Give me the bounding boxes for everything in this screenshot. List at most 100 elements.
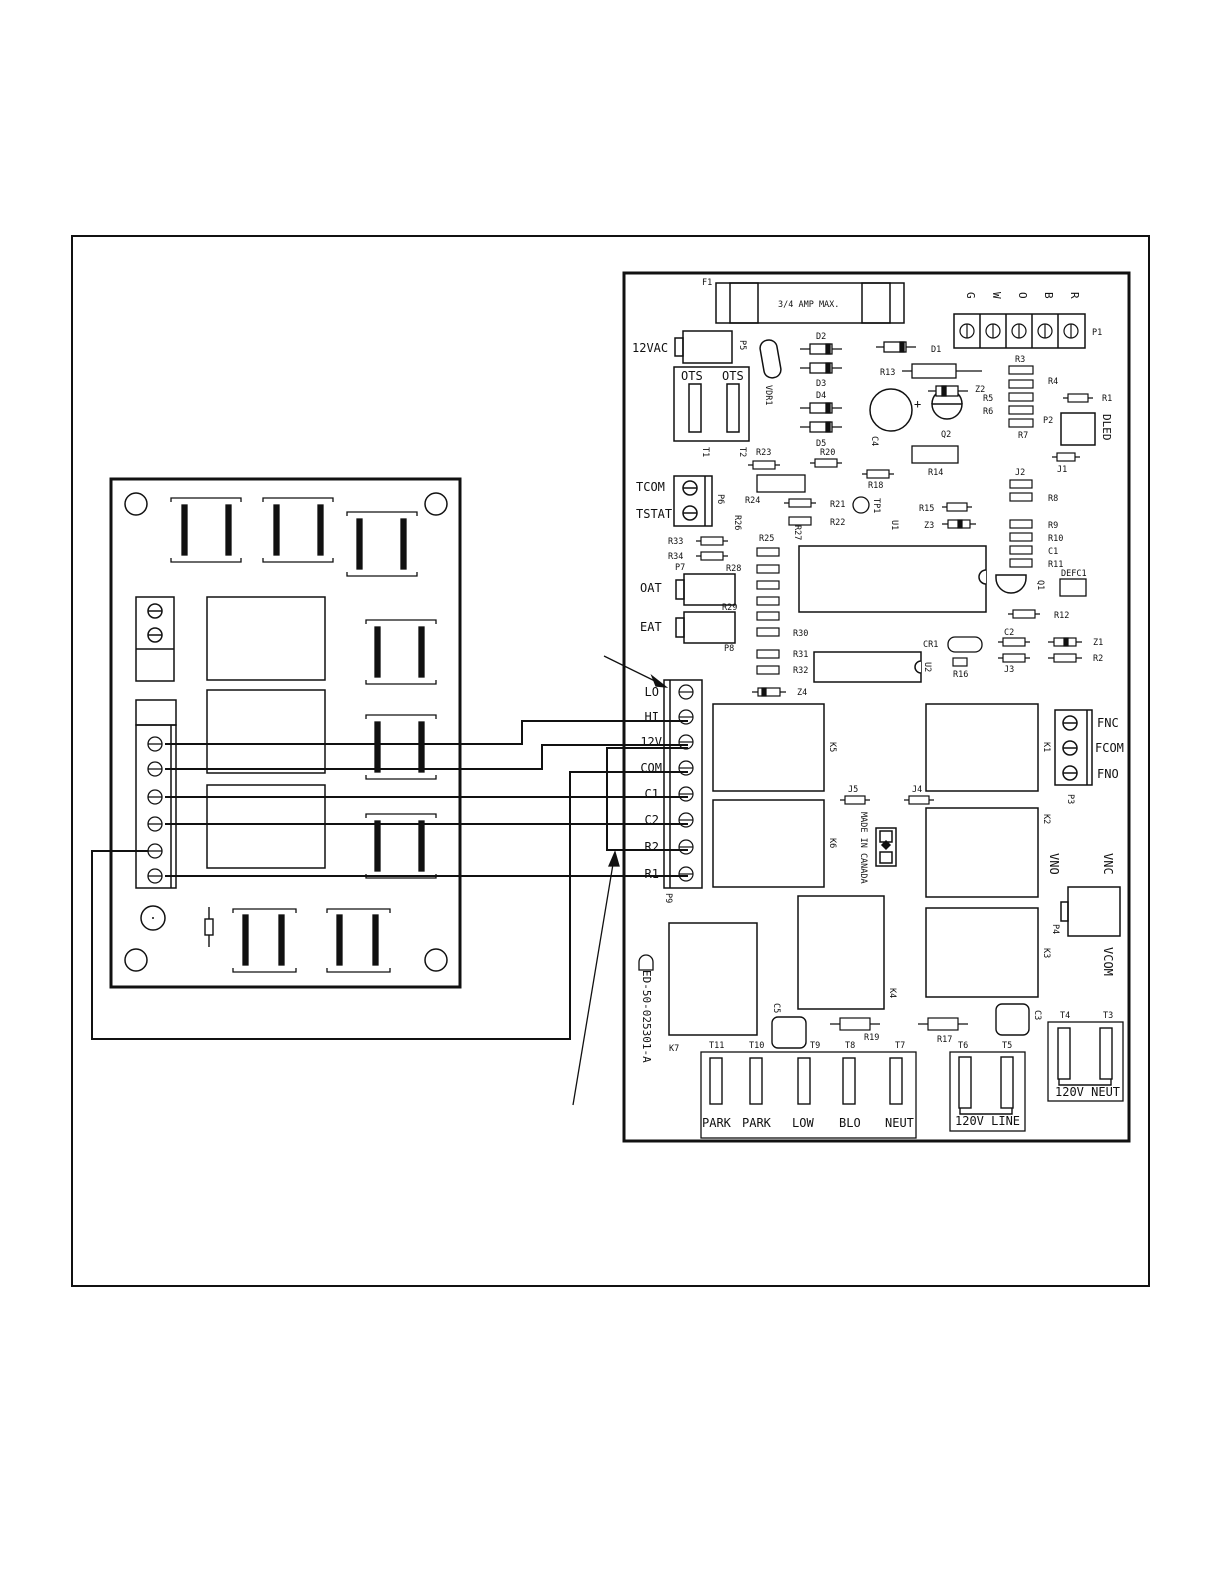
r16-block <box>952 657 968 667</box>
spade-terminal-pair <box>170 497 242 563</box>
c5-capacitor <box>771 1016 807 1049</box>
p4-vnc-label: VNC <box>1101 853 1115 875</box>
relay-k4 <box>797 895 885 1010</box>
t9-id: T9 <box>810 1041 820 1051</box>
r9-id: R9 <box>1048 521 1058 531</box>
defc1-id: DEFC1 <box>1061 569 1087 579</box>
p3-terminal-block <box>1054 709 1093 786</box>
r21-id: R21 <box>830 500 845 510</box>
r28-id: R28 <box>726 564 741 574</box>
t8-id: T8 <box>845 1041 855 1051</box>
resistor-stack <box>1008 365 1034 428</box>
r33-id: R33 <box>668 537 683 547</box>
neut-terminal-block <box>1047 1021 1124 1102</box>
cr1-crystal <box>947 636 983 653</box>
u2-id: U2 <box>922 662 932 672</box>
p7-connector <box>675 573 736 606</box>
r10-id: R10 <box>1048 534 1063 544</box>
zener-diode <box>928 385 968 397</box>
terminal-label-blo: BLO <box>839 1116 861 1130</box>
fuse-f1 <box>715 282 905 324</box>
p1-terminal-label: W <box>990 292 1003 299</box>
z1-id: Z1 <box>1093 638 1103 648</box>
t2-id: T2 <box>737 447 747 457</box>
r30-id: R30 <box>793 629 808 639</box>
p9-terminal-label: R2 <box>645 840 659 854</box>
diode <box>800 421 842 433</box>
p2-id: P2 <box>1043 416 1053 426</box>
resistor <box>902 363 982 379</box>
mount-hole <box>124 492 148 516</box>
ots-terminals <box>673 366 750 442</box>
p9-id: P9 <box>663 893 673 903</box>
p6-label-tstat: TSTAT <box>636 507 672 521</box>
spade-terminal-pair <box>232 908 297 973</box>
c5-id: C5 <box>771 1003 781 1013</box>
r1-id: R1 <box>1102 394 1112 404</box>
r6-id: R6 <box>983 407 993 417</box>
relay-block <box>206 784 326 869</box>
r23-id: R23 <box>756 448 771 458</box>
d1-id: D1 <box>931 345 941 355</box>
r22-id: R22 <box>830 518 845 528</box>
resistor <box>810 458 842 468</box>
resistor-stack <box>1009 519 1033 568</box>
p3-terminal-label: FCOM <box>1095 741 1124 755</box>
tp1-test-point <box>852 496 870 514</box>
wire-12v <box>165 744 688 770</box>
resistor <box>1063 393 1093 403</box>
p2-connector <box>1060 412 1096 446</box>
jumper <box>1009 479 1033 502</box>
p9-terminal-strip <box>663 679 703 889</box>
r8-id: R8 <box>1048 494 1058 504</box>
line-spade-terminals <box>958 1056 1014 1115</box>
r2-id: R2 <box>1093 654 1103 664</box>
resistor <box>748 460 780 470</box>
t3-id: T3 <box>1103 1011 1113 1021</box>
wiring-harness <box>91 720 688 1040</box>
p8-label: EAT <box>640 620 662 634</box>
relay-block <box>206 596 326 681</box>
k5-id: K5 <box>827 742 837 752</box>
part-number: ED-50-025301-A <box>640 970 653 1063</box>
jumper <box>840 795 870 805</box>
p4-connector <box>1060 886 1121 937</box>
resistor <box>788 516 812 526</box>
p3-terminal-label: FNO <box>1097 767 1119 781</box>
t11-id: T11 <box>709 1041 724 1051</box>
d3-id: D3 <box>816 379 826 389</box>
mount-hole <box>424 948 448 972</box>
c2-id: C2 <box>1004 628 1014 638</box>
r12-id: R12 <box>1054 611 1069 621</box>
p3-id: P3 <box>1065 794 1075 804</box>
capacitor <box>998 637 1030 647</box>
defc1-block <box>1059 578 1087 597</box>
spade-terminals <box>709 1057 903 1105</box>
u1-id: U1 <box>889 520 899 530</box>
p1-terminal-label: B <box>1042 292 1055 299</box>
c3-id: C3 <box>1032 1010 1042 1020</box>
u2-ic <box>813 651 922 683</box>
c4-capacitor <box>869 388 913 432</box>
p8-id: P8 <box>724 644 734 654</box>
diode <box>800 343 842 355</box>
r34-id: R34 <box>668 552 683 562</box>
t10-id: T10 <box>749 1041 764 1051</box>
vdr1-id: VDR1 <box>763 385 773 405</box>
p9-terminal-label: HI <box>645 710 659 724</box>
spade-terminal-pair <box>326 908 391 973</box>
k3-id: K3 <box>1041 948 1051 958</box>
diode <box>800 362 842 374</box>
r4-id: R4 <box>1048 377 1058 387</box>
resistor <box>1048 653 1082 663</box>
p4-vno-label: VNO <box>1047 853 1061 875</box>
relay-k1 <box>925 703 1039 792</box>
callout-arrow <box>572 850 620 1106</box>
r20-id: R20 <box>820 448 835 458</box>
ots-label: OTS <box>722 369 744 383</box>
p5-label: 12VAC <box>632 341 668 355</box>
part-number-mark <box>638 954 654 971</box>
p9-terminal-label: COM <box>640 761 662 775</box>
vdr1-varistor <box>759 339 782 379</box>
p1-terminal-label: R <box>1068 292 1081 299</box>
